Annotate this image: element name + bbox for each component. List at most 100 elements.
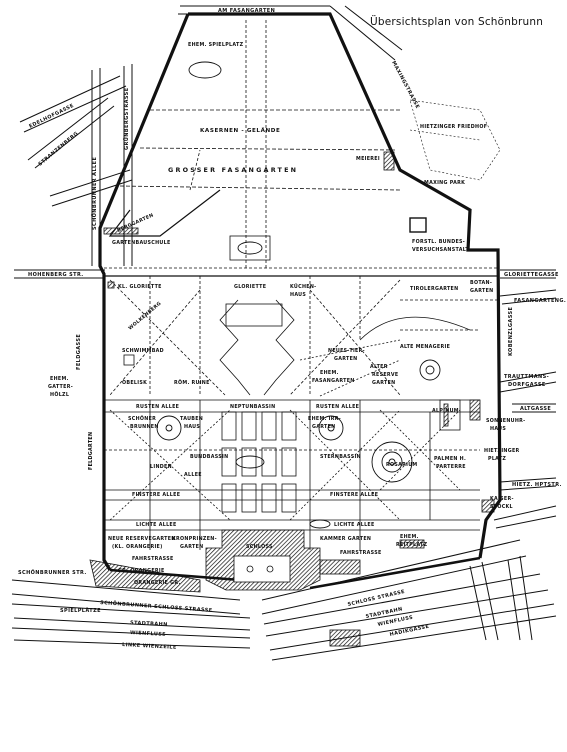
- label-fasangartengasse: FASANGARTENG.: [514, 298, 566, 304]
- label-reserve: RESERVE: [372, 372, 399, 378]
- label-kobenzlgasse: KOBENZLGASSE: [508, 307, 514, 356]
- label-hietzinger-friedhof: HIETZINGER FRIEDHOF: [420, 124, 487, 130]
- label-kuechen-2: HAUS: [290, 292, 306, 298]
- label-finstere-allee-right: FINSTERE ALLEE: [330, 492, 378, 498]
- label-grosser-fasangarten: GROSSER FASANGARTEN: [168, 166, 298, 174]
- label-rosarium: ROSARIUM: [386, 462, 418, 468]
- label-sonnenuhr-2: HAUS: [490, 426, 506, 432]
- central-parterre: [219, 235, 297, 513]
- fountains: [156, 61, 441, 529]
- label-kammergarten: KAMMER GARTEN: [320, 536, 371, 542]
- label-garten-3: GARTEN: [372, 380, 396, 386]
- label-platz: PLATZ: [488, 456, 506, 462]
- label-feldgasse: FELDGASSE: [76, 334, 82, 370]
- label-spielplaetze: SPIELPLÄTZE: [60, 607, 101, 614]
- label-ehem-irrgarten: EHEM. IRR-: [308, 416, 341, 422]
- label-kaiser: KAISER-: [490, 496, 514, 502]
- label-ehem-spielplatz: EHEM. SPIELPLATZ: [188, 42, 244, 48]
- label-kronprinzen: KRONPRINZEN-: [172, 536, 217, 542]
- label-dorfgasse: DORFGASSE: [508, 382, 546, 388]
- label-grunbergstrasse: GRÜNBERGSTRASSE: [123, 87, 130, 150]
- label-hietzinger-hptstr: HIETZ. HPTSTR.: [512, 482, 562, 488]
- label-kl-gloriette: KL. GLORIETTE: [118, 284, 162, 290]
- label-ehem-gatterhoelzl: EHEM.: [50, 376, 69, 382]
- label-haus: HAUS: [184, 424, 200, 430]
- label-hoelzl: HÖLZL: [50, 391, 69, 398]
- label-alpinum: ALPINUM: [432, 408, 459, 414]
- label-kuechen: KÜCHEN-: [290, 283, 316, 290]
- label-sonnenuhr: SONNENUHR-: [486, 418, 525, 424]
- label-bundbassin: BUNDBASSIN: [190, 454, 228, 460]
- buildings: [89, 151, 495, 647]
- label-hadikgasse: HADIKGASSE: [389, 624, 430, 638]
- label-lichte-allee-right: LICHTE ALLEE: [334, 522, 375, 528]
- label-alte-menagerie: ALTE MENAGERIE: [400, 344, 450, 350]
- label-palmenhaus: PALMEN H.: [434, 456, 466, 462]
- garden-paths: [104, 20, 498, 550]
- label-fahrstrasse-right: FAHRSTRASSE: [340, 550, 382, 556]
- label-linden: LINDEN: [150, 464, 172, 470]
- label-tirolergarten: TIROLERGARTEN: [410, 286, 458, 292]
- label-stadtbahn-left: STADTBAHN: [130, 620, 168, 628]
- label-kasernen-gelaende: KASERNEN - GELÄNDE: [200, 127, 280, 134]
- label-neues-tiergarten: NEUES TIER-: [328, 348, 365, 354]
- label-schlossstrasse-right: SCHLOSS STRASSE: [347, 589, 406, 608]
- label-schoenbrunner-allee: SCHÖNBRUNNER ALLEE: [91, 157, 98, 230]
- label-forstl-bundes: FORSTL. BUNDES-: [412, 239, 465, 245]
- map-title: Übersichtsplan von Schönbrunn: [370, 16, 544, 28]
- label-lichte-allee-left: LICHTE ALLEE: [136, 522, 177, 528]
- label-edelhofgasse: EDELHOFGASSE: [28, 103, 75, 130]
- label-ehem-reitplatz: EHEM.: [400, 534, 419, 540]
- park-boundary: [98, 12, 502, 590]
- label-stoeckl: STÖCKL: [490, 503, 513, 510]
- label-linke-wienzeile: LINKE WIENZEILE: [122, 642, 177, 651]
- label-sternbassin: STERNBASSIN: [320, 454, 361, 460]
- label-feldgarten: FELDGARTEN: [88, 432, 94, 470]
- label-finstere-allee-left: FINSTERE ALLEE: [132, 492, 180, 498]
- label-hohenberg-str: HOHENBERG STR.: [28, 272, 84, 278]
- label-roem-ruine: RÖM. RUINE: [174, 379, 210, 386]
- label-maxingstrasse-top: MAXINGSTRASSE: [390, 60, 420, 110]
- label-altgasse: ALTGASSE: [520, 406, 551, 412]
- label-rusten-allee-left: RUSTEN ALLEE: [136, 404, 179, 410]
- label-gloriettegasse: GLORIETTEGASSE: [504, 272, 559, 278]
- label-kl-orangerie: (KL. ORANGERIE): [112, 544, 163, 550]
- label-fahrstrasse-left: FAHRSTRASSE: [132, 556, 174, 562]
- label-schoenbrunner-schlossstrasse: SCHÖNBRUNNER SCHLOSS STRASSE: [100, 599, 213, 614]
- label-maxing-park: MAXING PARK: [424, 180, 465, 186]
- label-gatter: GATTER-: [48, 384, 73, 390]
- label-neptunbassin: NEPTUNBASSIN: [230, 404, 275, 410]
- label-botan-2: GARTEN: [470, 288, 494, 294]
- label-hietzinger: HIETZINGER: [484, 448, 520, 454]
- label-neues-tiergarten-2: GARTEN: [334, 356, 358, 362]
- label-irrgarten-2: GARTEN: [312, 424, 336, 430]
- label-botan: BOTAN-: [470, 280, 492, 286]
- label-allee: ALLEE: [184, 472, 202, 478]
- label-trauttmans: TRAUTTMANS-: [504, 374, 549, 380]
- label-schoener: SCHÖNER: [128, 415, 156, 422]
- label-obelisk: OBELISK: [122, 380, 147, 386]
- label-gloriette: GLORIETTE: [234, 284, 266, 290]
- label-orangerie-gr: ORANGERIE GR.: [134, 580, 181, 586]
- label-brunnen: BRUNNEN: [130, 424, 159, 430]
- label-ehem-fasangarten: EHEM.: [320, 370, 339, 376]
- label-meierei: MEIEREI: [356, 156, 380, 162]
- label-schwimmbad: SCHWIMMBAD: [122, 348, 164, 354]
- label-ehem-fasangarten-2: FASANGARTEN: [312, 378, 355, 384]
- label-gr-orangerie: GR. ORANGERIE: [118, 568, 165, 574]
- label-tauben: TAUBEN: [180, 416, 203, 422]
- label-versuchsanstalt: VERSUCHSANSTALT: [412, 247, 469, 253]
- label-schoenbrunner-str: SCHÖNBRUNNER STR.: [18, 569, 87, 576]
- label-wienfluss-left: WIENFLUSS: [130, 630, 166, 638]
- label-kronprinzen-2: GARTEN: [180, 544, 204, 550]
- label-am-fasangarten: AM FASANGARTEN: [218, 8, 275, 14]
- label-neue-reservegarten: NEUE RESERVEGARTEN: [108, 536, 176, 542]
- label-reitplatz: REITPLATZ: [396, 542, 428, 548]
- label-schloss: SCHLOSS: [246, 544, 273, 550]
- label-gartenbauschule: GARTENBAUSCHULE: [112, 240, 171, 246]
- label-parterre: PARTERRE: [436, 464, 466, 470]
- friedhof-paths: [409, 99, 501, 181]
- label-rusten-allee-right: RUSTEN ALLEE: [316, 404, 359, 410]
- label-alter: ALTER: [370, 364, 388, 370]
